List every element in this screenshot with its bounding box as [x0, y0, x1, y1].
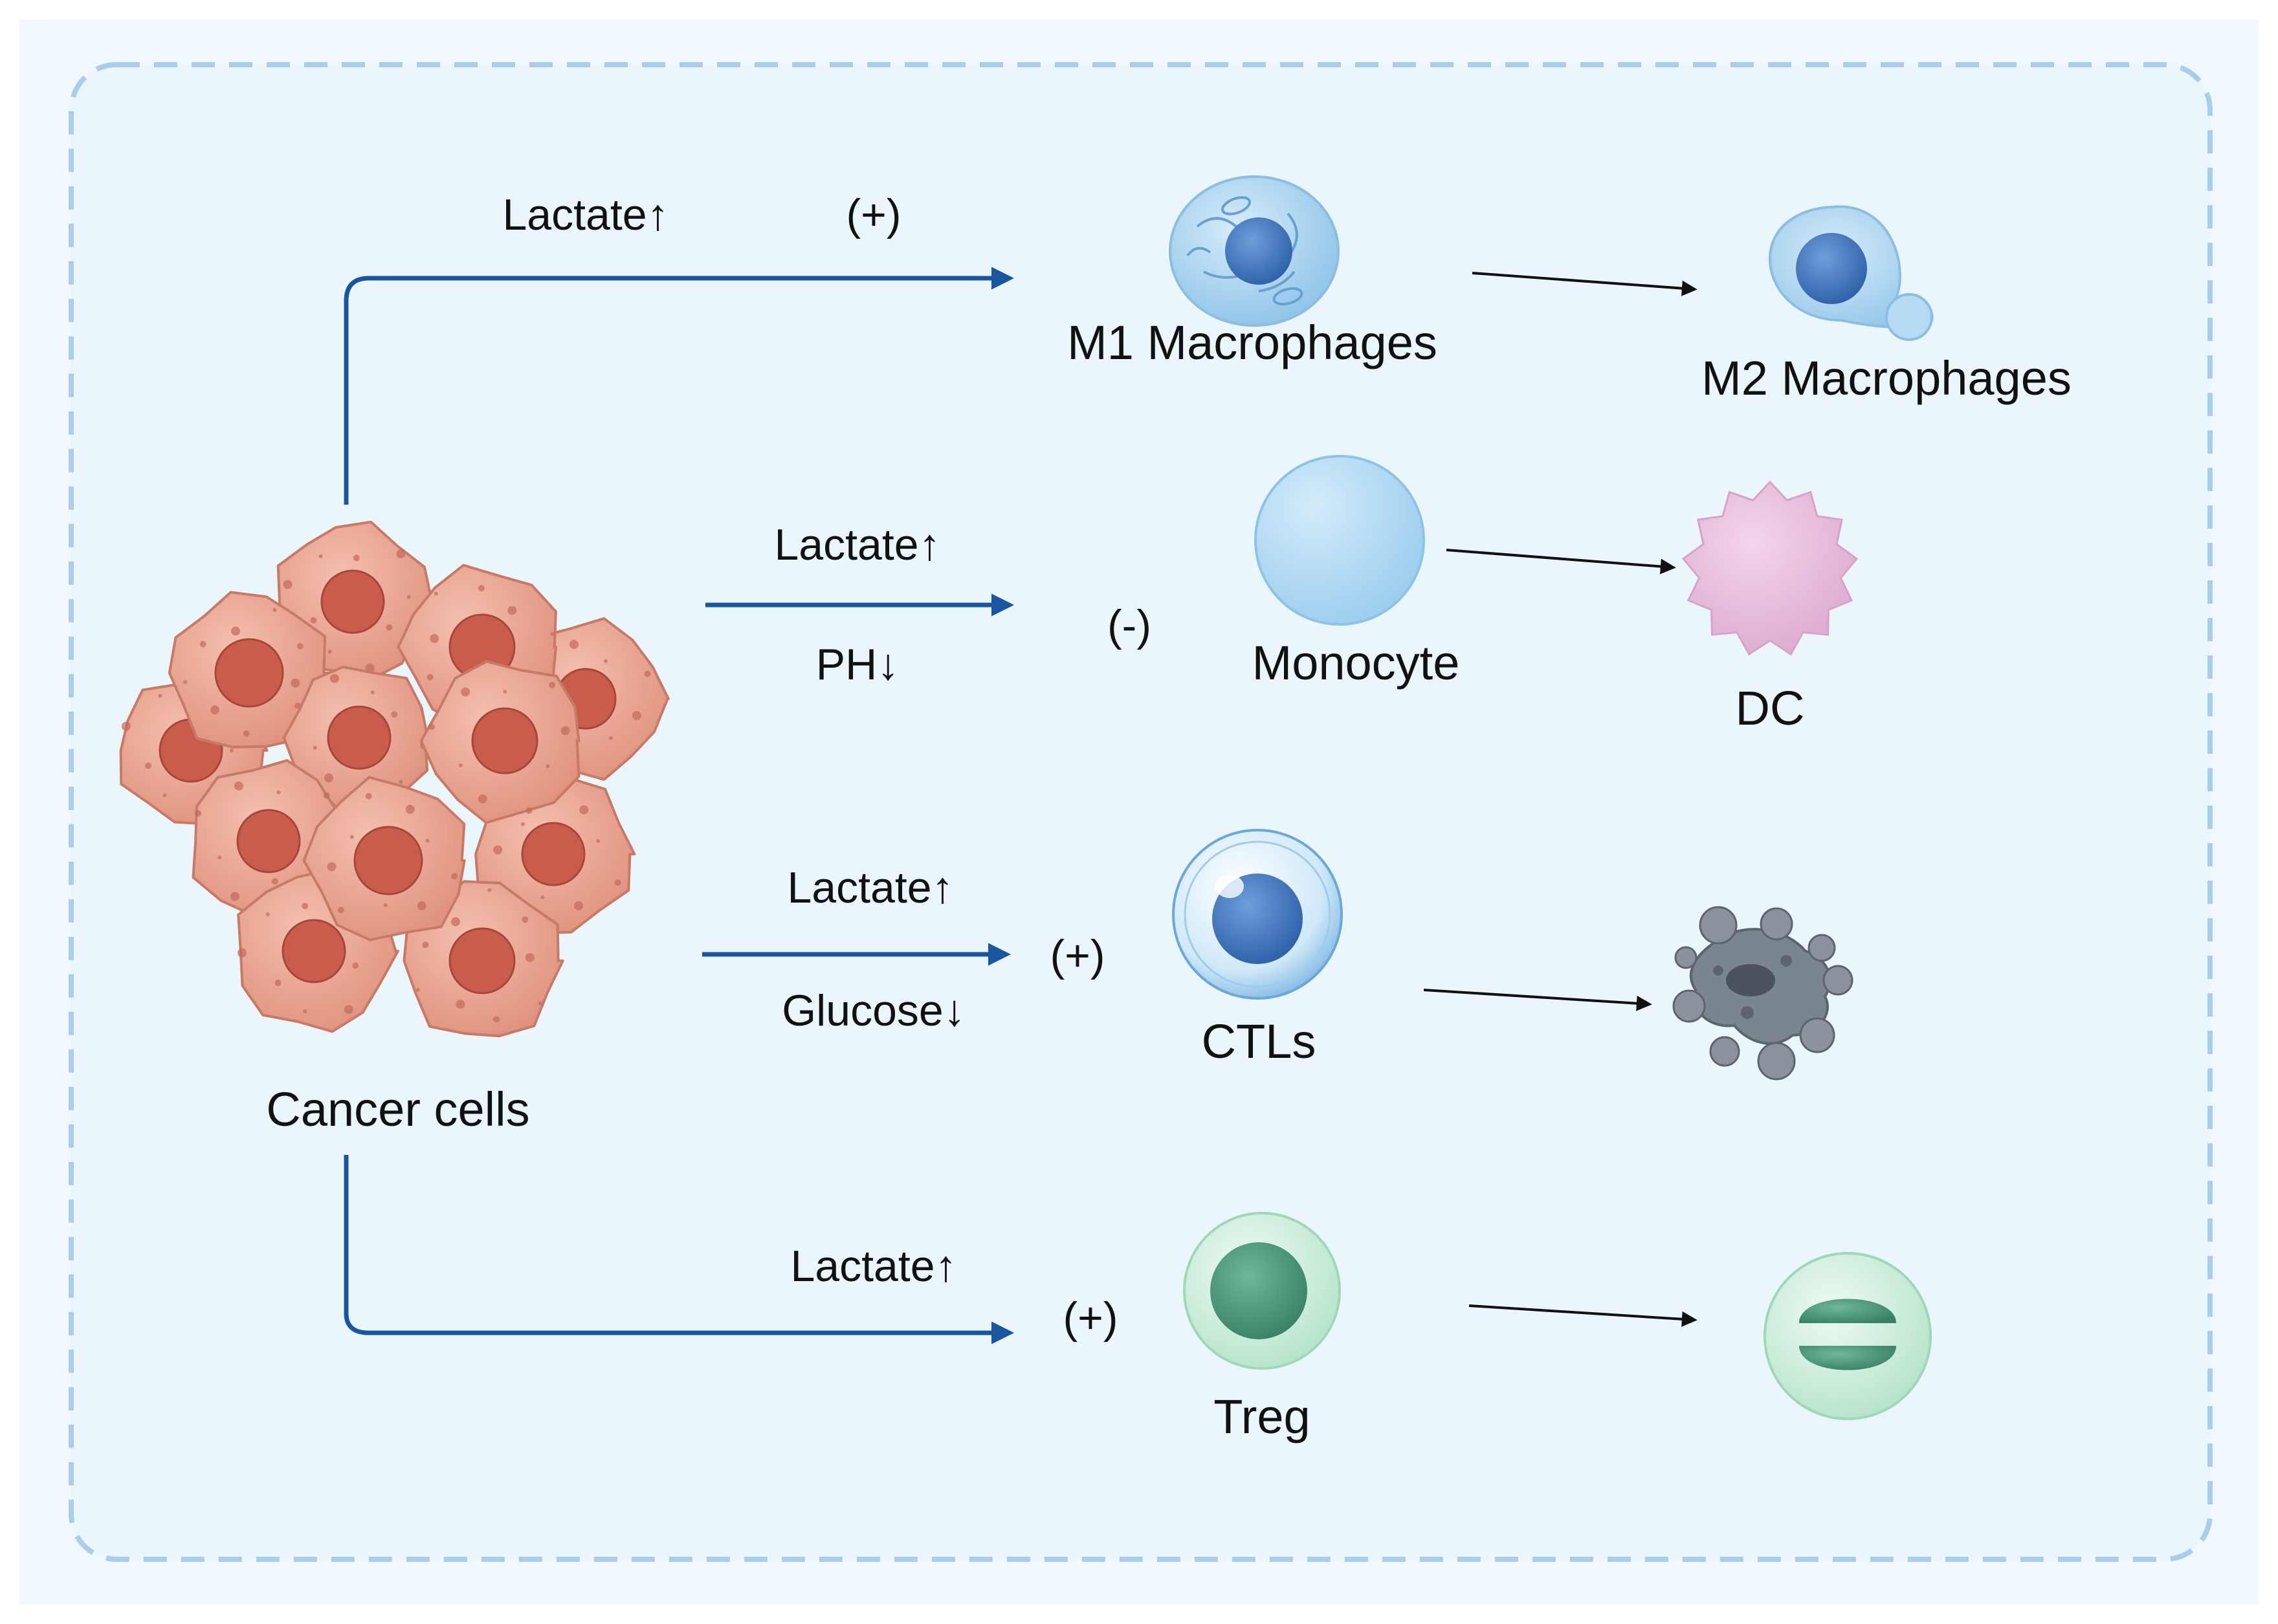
- m1-macrophages-label: M1 Macrophages: [1067, 316, 1437, 369]
- cancer-cells-label: Cancer cells: [266, 1082, 529, 1136]
- m2-macrophage-icon: [1768, 205, 1934, 341]
- apoptotic-cell-icon: [1672, 906, 1853, 1081]
- m2-macrophages-label: M2 Macrophages: [1701, 351, 2072, 405]
- treg-cell-icon: [1183, 1212, 1341, 1370]
- pathway-1-arrow: [344, 267, 1014, 505]
- pathway-1-sign: (+): [846, 190, 901, 239]
- treg-label: Treg: [1213, 1390, 1310, 1443]
- pathway-1-top-label: Lactate↑: [502, 190, 669, 239]
- m1-macrophage-icon: [1169, 175, 1340, 327]
- pathway-4-sign: (+): [1063, 1293, 1118, 1343]
- pathway-2-top-label: Lactate↑: [774, 520, 940, 569]
- monocyte-label: Monocyte: [1252, 636, 1460, 690]
- cancer-cell-cluster-icon: [119, 520, 670, 1038]
- ctls-label: CTLs: [1202, 1015, 1316, 1068]
- pathway-3-top-label: Lactate↑: [787, 863, 953, 912]
- dendritic-cell-icon: [1681, 480, 1859, 656]
- pathway-2-sign: (-): [1107, 601, 1151, 650]
- pathway-4-arrow: [344, 1155, 1014, 1344]
- activated-treg-icon: [1764, 1252, 1932, 1420]
- dc-label: DC: [1736, 681, 1805, 735]
- ctl-to-apoptotic-arrow: [1423, 989, 1652, 1011]
- pathway-4-top-label: Lactate↑: [790, 1242, 957, 1291]
- treg-to-activated-arrow: [1468, 1304, 1697, 1327]
- monocyte-icon: [1254, 455, 1425, 626]
- diagram-frame: [69, 62, 2213, 1562]
- monocyte-to-dc-arrow: [1446, 549, 1676, 575]
- ctl-cell-icon: [1172, 829, 1343, 1000]
- m1-to-m2-arrow: [1472, 272, 1697, 296]
- pathway-2-bottom-label: PH↓: [816, 640, 899, 689]
- pathway-3-sign: (+): [1050, 931, 1105, 980]
- pathway-3-bottom-label: Glucose↓: [782, 986, 965, 1035]
